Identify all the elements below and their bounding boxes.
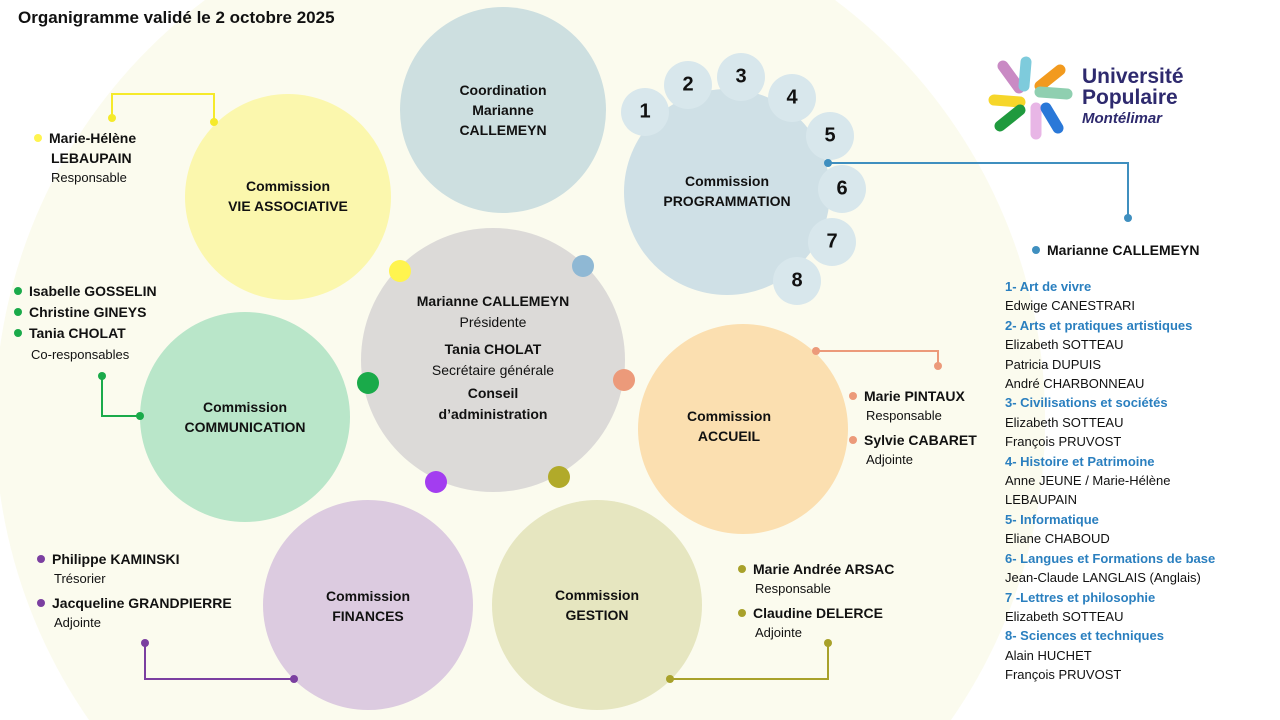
- programme-number-7[interactable]: 7: [826, 230, 838, 253]
- vie-associative-members: Marie-Hélène LEBAUPAIN Responsable: [34, 128, 136, 188]
- programme-heading: 4- Histoire et Patrimoine: [1005, 453, 1155, 469]
- programme-member: Alain HUCHET: [1005, 647, 1092, 663]
- programme-list: 1- Art de vivre Edwige CANESTRARI 2- Art…: [1005, 277, 1215, 685]
- programme-member: Anne JEUNE / Marie-Hélène: [1005, 473, 1171, 489]
- programme-heading: 3- Civilisations et sociétés: [1005, 395, 1168, 411]
- logo-line1: Université: [1082, 65, 1184, 88]
- programme-member: Elizabeth SOTTEAU: [1005, 414, 1124, 430]
- gestion-members: Marie Andrée ARSAC Responsable Claudine …: [738, 559, 894, 643]
- gestion-circle: [492, 500, 702, 710]
- page-title: Organigramme validé le 2 octobre 2025: [18, 8, 335, 27]
- programme-number-1[interactable]: 1: [639, 100, 651, 123]
- programme-member: François PRUVOST: [1005, 434, 1122, 450]
- programme-number-4[interactable]: 4: [786, 86, 798, 109]
- programme-number-3[interactable]: 3: [735, 65, 747, 88]
- programme-member: Jean-Claude LANGLAIS (Anglais): [1005, 570, 1201, 586]
- connectors: [101, 93, 1129, 680]
- vie-associative-circle: [185, 94, 391, 300]
- programme-member: André CHARBONNEAU: [1005, 376, 1145, 392]
- programme-member: Elizabeth SOTTEAU: [1005, 608, 1124, 624]
- programme-heading: 7 -Lettres et philosophie: [1005, 589, 1156, 605]
- connector-endpoints: [98, 114, 1132, 683]
- accueil-members: Marie PINTAUX Responsable Sylvie CABARET…: [849, 386, 977, 470]
- programme-heading: 1- Art de vivre: [1005, 279, 1092, 294]
- programme-number-circles: [621, 53, 866, 305]
- programme-heading: 6- Langues et Formations de base: [1005, 550, 1216, 566]
- coordination-circle: [400, 7, 606, 213]
- programme-member: LEBAUPAIN: [1005, 492, 1078, 508]
- programme-number-5[interactable]: 5: [824, 124, 836, 147]
- logo-line2: Populaire: [1082, 86, 1178, 109]
- programme-heading: 8- Sciences et techniques: [1005, 628, 1164, 644]
- programme-member: Edwige CANESTRARI: [1005, 298, 1136, 314]
- logo-line3: Montélimar: [1082, 110, 1163, 127]
- communication-members: Isabelle GOSSELIN Christine GINEYS Tania…: [14, 281, 157, 365]
- programme-member: Eliane CHABOUD: [1005, 531, 1110, 547]
- finances-members: Philippe KAMINSKI Trésorier Jacqueline G…: [37, 549, 232, 633]
- programme-number-8[interactable]: 8: [791, 269, 803, 292]
- programme-heading: 2- Arts et pratiques artistiques: [1005, 317, 1193, 333]
- programme-number-6[interactable]: 6: [836, 177, 848, 200]
- programme-member: Patricia DUPUIS: [1005, 356, 1102, 372]
- programme-member: François PRUVOST: [1005, 667, 1122, 683]
- programmation-circle: [624, 89, 830, 295]
- finances-circle: [263, 500, 473, 710]
- accueil-circle: [638, 324, 848, 534]
- programmation-member: Marianne CALLEMEYN: [1032, 240, 1199, 260]
- programme-member: Elizabeth SOTTEAU: [1005, 337, 1124, 353]
- programme-number-2[interactable]: 2: [682, 73, 694, 96]
- conseil-circle: [361, 228, 625, 492]
- programme-heading: 5- Informatique: [1005, 511, 1099, 527]
- logo: Université Populaire Montélimar: [1082, 66, 1184, 129]
- conseil-dots: [357, 255, 635, 493]
- communication-circle: [140, 312, 350, 522]
- logo-icon: [988, 56, 1073, 140]
